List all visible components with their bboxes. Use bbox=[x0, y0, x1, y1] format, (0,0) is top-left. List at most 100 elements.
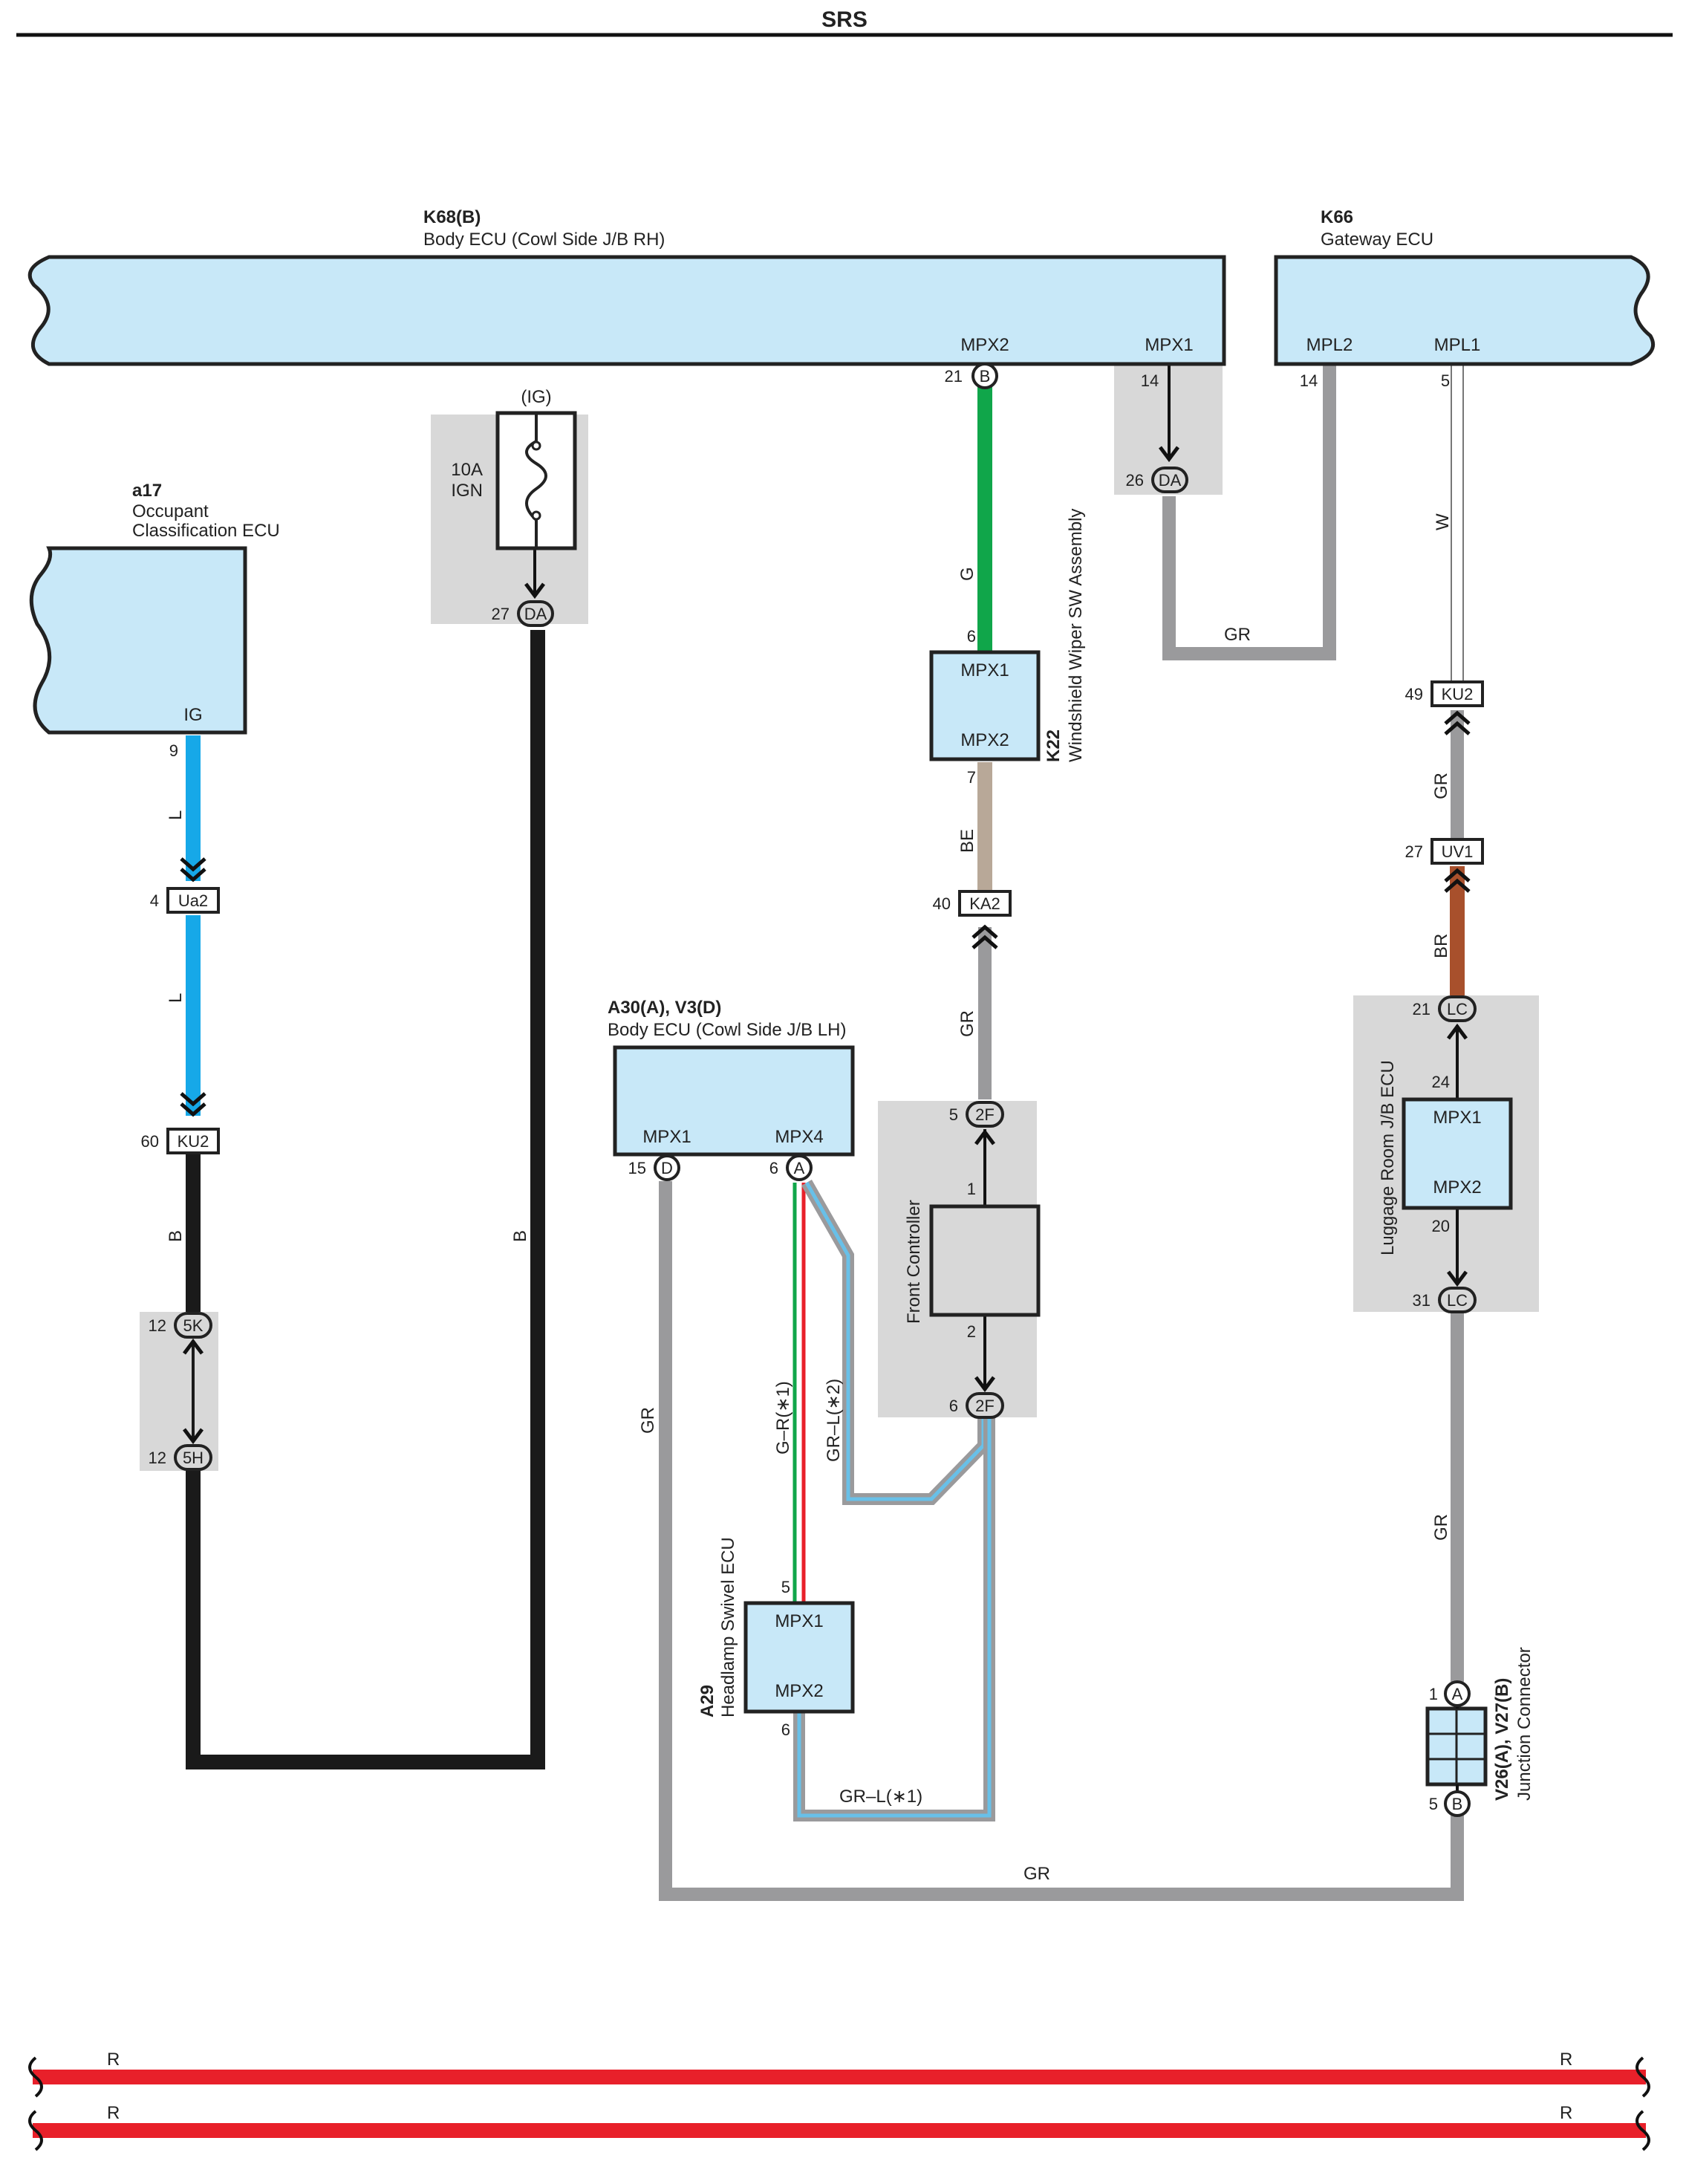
a30-code: A30(A), V3(D) bbox=[608, 998, 721, 1018]
conn-lc-bot-id: LC bbox=[1447, 1291, 1468, 1310]
page-title: SRS bbox=[821, 7, 868, 32]
red-break-tr bbox=[1635, 2056, 1650, 2098]
k68b-body-ecu-box bbox=[27, 255, 1226, 366]
a17-pin-ig: IG bbox=[183, 705, 202, 725]
k22-out-pin: 7 bbox=[967, 768, 976, 787]
conn-2f-bot-id: 2F bbox=[975, 1397, 995, 1415]
conn-ku2-right-id: KU2 bbox=[1442, 685, 1474, 703]
conn-ku2-left-id: KU2 bbox=[178, 1132, 209, 1151]
conn-uv1 bbox=[1431, 838, 1484, 865]
conn-uv1-id: UV1 bbox=[1442, 842, 1474, 861]
arrow-lc-bot bbox=[1447, 1270, 1468, 1287]
conn-ua2 bbox=[166, 887, 220, 914]
conn-ku2-left bbox=[166, 1128, 220, 1154]
arrow-fuse-da bbox=[524, 582, 545, 599]
k66-pin-mpl1: MPL1 bbox=[1434, 335, 1481, 355]
arrow-5h bbox=[183, 1428, 204, 1445]
conn-5k-id: 5K bbox=[183, 1316, 204, 1335]
conn-k68-b-pin: 21 bbox=[945, 367, 963, 386]
conn-5k-pin: 12 bbox=[149, 1316, 166, 1335]
wire-label-g-r: G–R(∗1) bbox=[773, 1381, 793, 1455]
conn-a30-a-pin: 6 bbox=[769, 1159, 778, 1177]
wire-gr-da-mpl2 bbox=[1162, 365, 1336, 660]
k68b-code: K68(B) bbox=[423, 207, 481, 227]
k66-gateway-ecu-box bbox=[1274, 255, 1656, 366]
lr-pin-20: 20 bbox=[1432, 1217, 1450, 1235]
k22-name: Windshield Wiper SW Assembly bbox=[1066, 509, 1086, 762]
lr-pin-24: 24 bbox=[1432, 1073, 1450, 1091]
conn-ka2-pin: 40 bbox=[933, 894, 951, 913]
conn-2f-top bbox=[966, 1101, 1004, 1128]
a29-pin-mpx1: MPX1 bbox=[775, 1611, 823, 1631]
front-controller-box bbox=[929, 1204, 1041, 1317]
arrow-lc-top bbox=[1447, 1023, 1468, 1040]
wire-label-gr-l1: GR–L(∗1) bbox=[839, 1787, 922, 1807]
k68-mpx1-pin: 14 bbox=[1141, 371, 1159, 390]
arrow-da-top bbox=[1159, 446, 1179, 463]
wire-label-g: G bbox=[957, 567, 977, 581]
wire-gr-l1-blue bbox=[797, 1417, 992, 1818]
wire-label-l1: L bbox=[166, 810, 186, 820]
arrow-2f-bot bbox=[974, 1376, 995, 1393]
conn-5k bbox=[174, 1312, 212, 1339]
wire-label-gr-c: GR bbox=[957, 1010, 977, 1037]
conn-jc-a-pin: 1 bbox=[1429, 1685, 1438, 1703]
fuse-rating: 10A bbox=[451, 460, 483, 480]
k22-in-pin: 6 bbox=[967, 627, 976, 646]
conn-a30-a bbox=[786, 1154, 813, 1181]
wire-label-r-br: R bbox=[1560, 2103, 1572, 2123]
wire-label-w: W bbox=[1433, 513, 1453, 530]
fuse-source: (IG) bbox=[521, 387, 551, 407]
k66-mpl2-pin: 14 bbox=[1300, 371, 1318, 390]
conn-uv1-pin: 27 bbox=[1405, 842, 1423, 861]
fuse-icon bbox=[525, 413, 547, 548]
conn-lc-bot bbox=[1438, 1287, 1477, 1313]
k66-code: K66 bbox=[1321, 207, 1353, 227]
a29-headlamp-swivel-box bbox=[743, 1601, 855, 1714]
k22-wiper-switch-box bbox=[929, 650, 1041, 761]
conn-k68-b bbox=[971, 363, 998, 389]
conn-jc-a bbox=[1444, 1680, 1471, 1707]
conn-2f-bot-pin: 6 bbox=[949, 1397, 958, 1415]
conn-5h bbox=[174, 1444, 212, 1471]
arrow-ua2 bbox=[180, 857, 206, 883]
junction-5k5h-grey-area bbox=[140, 1312, 218, 1471]
conn-fuse-da bbox=[517, 600, 554, 627]
conn-5h-pin: 12 bbox=[149, 1449, 166, 1467]
luggage-pin-mpx2: MPX2 bbox=[1433, 1177, 1481, 1197]
conn-jc-b-id: B bbox=[1452, 1795, 1463, 1813]
conn-jc-b-pin: 5 bbox=[1429, 1795, 1438, 1813]
a17-name-line1: Occupant bbox=[132, 501, 209, 521]
conn-2f-top-pin: 5 bbox=[949, 1105, 958, 1124]
conn-jc-a-id: A bbox=[1452, 1685, 1463, 1703]
a17-code: a17 bbox=[132, 481, 162, 501]
conn-ku2-right-pin: 49 bbox=[1405, 685, 1423, 703]
wire-label-gr-a: GR bbox=[1224, 625, 1251, 645]
conn-2f-bot bbox=[966, 1392, 1004, 1419]
conn-a30-a-id: A bbox=[794, 1159, 805, 1177]
fuse-dot-top bbox=[531, 441, 541, 451]
wire-label-gr-d: GR bbox=[638, 1407, 658, 1434]
k22-pin-mpx2: MPX2 bbox=[960, 730, 1009, 750]
red-break-bl bbox=[28, 2110, 43, 2151]
conn-lc-top-id: LC bbox=[1447, 1000, 1468, 1018]
conn-da-top-pin: 26 bbox=[1126, 471, 1144, 490]
conn-ua2-pin: 4 bbox=[150, 891, 159, 910]
wire-label-b2: B bbox=[510, 1230, 530, 1242]
conn-fuse-da-pin: 27 bbox=[492, 605, 510, 623]
wire-label-r-tl: R bbox=[107, 2050, 120, 2070]
fc-pin-1: 1 bbox=[967, 1180, 976, 1198]
conn-ka2-id: KA2 bbox=[969, 894, 1000, 913]
conn-ua2-id: Ua2 bbox=[178, 891, 208, 910]
a30-name: Body ECU (Cowl Side J/B LH) bbox=[608, 1020, 846, 1040]
k68b-pin-mpx2: MPX2 bbox=[960, 335, 1009, 355]
arrow-ka2 bbox=[971, 924, 998, 949]
fc-pin-2: 2 bbox=[967, 1322, 976, 1341]
wire-label-gr-e: GR bbox=[1431, 1514, 1451, 1541]
junction-code: V26(A), V27(B) bbox=[1492, 1678, 1512, 1801]
front-controller-name: Front Controller bbox=[904, 1200, 924, 1324]
conn-lc-top bbox=[1438, 995, 1477, 1022]
fuse-dot-bottom bbox=[531, 510, 541, 521]
conn-5h-id: 5H bbox=[183, 1449, 204, 1467]
a30-pin-mpx4: MPX4 bbox=[775, 1127, 823, 1147]
